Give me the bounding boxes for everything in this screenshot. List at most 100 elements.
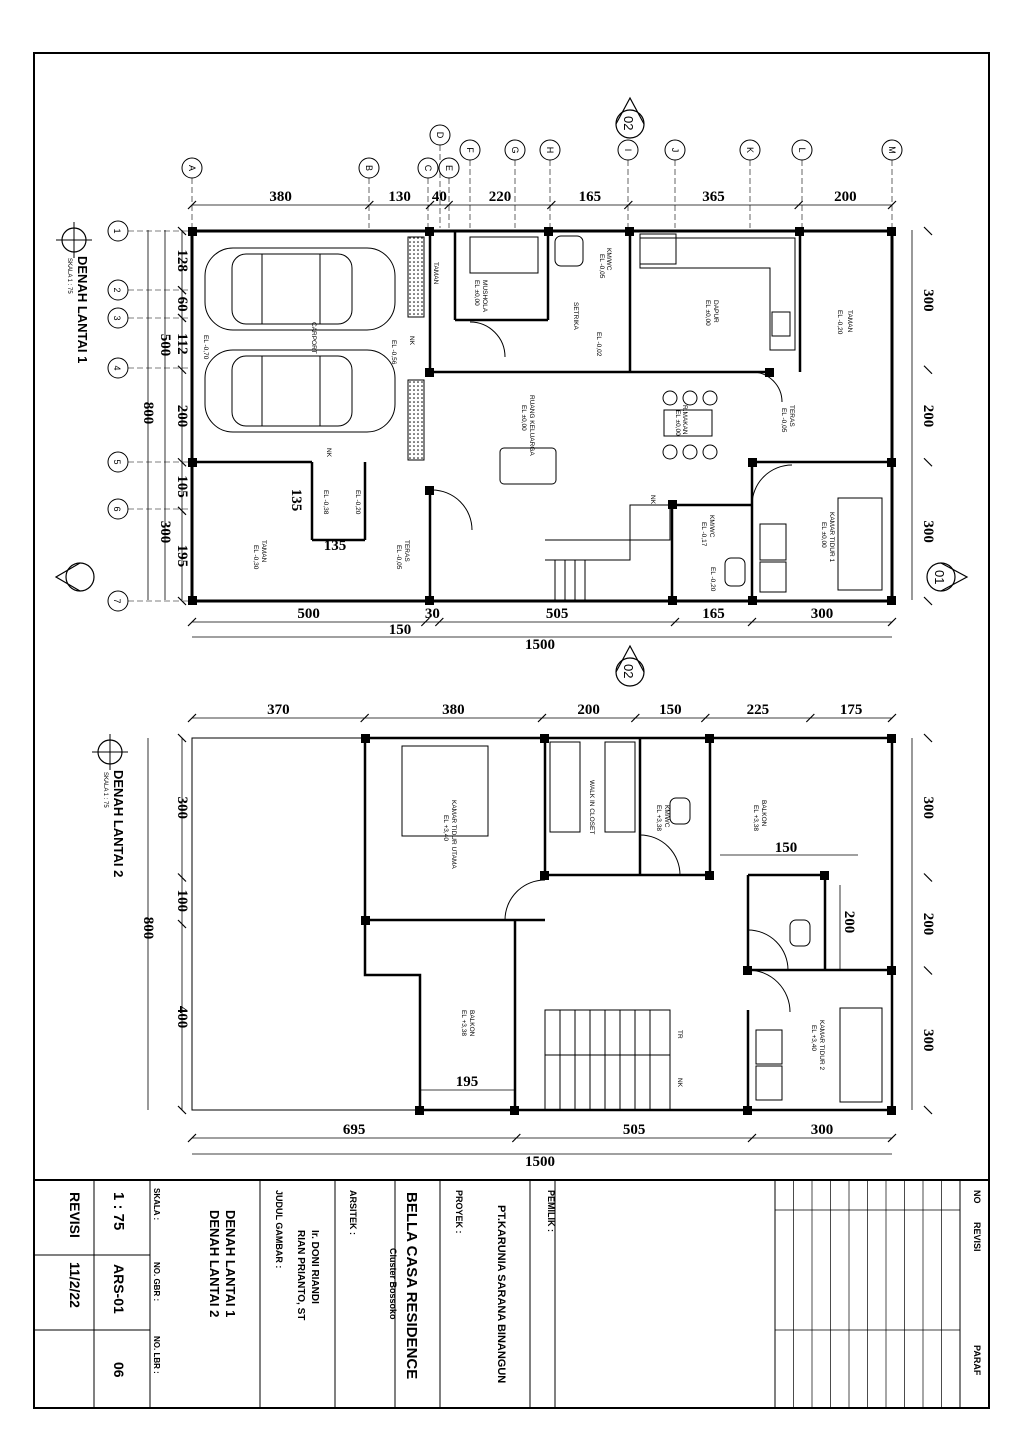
plan1-dining-table-icon xyxy=(663,409,713,437)
grid-col-label-E: E xyxy=(444,165,454,171)
grid-col-label-B: B xyxy=(364,165,374,171)
plan1-label-nk2: NK xyxy=(408,336,415,346)
plan1-bottom-sub-dim: 150 xyxy=(389,622,412,638)
plan2-total-width: 1500 xyxy=(525,1154,555,1170)
p1-topdims-6: 200 xyxy=(834,189,857,205)
grid-col-C-icon xyxy=(417,157,439,179)
plan1-label-kamar1_el: EL ±0,00 xyxy=(820,522,827,548)
grid-col-I-icon xyxy=(617,139,639,161)
judul-2: DENAH LANTAI 2 xyxy=(207,1210,222,1317)
grid-row-6-icon xyxy=(107,498,129,520)
grid-col-label-K: K xyxy=(745,147,755,153)
plan1-label-kmwc2: KM/WC xyxy=(708,515,715,538)
plan1-section-right-label: 01 xyxy=(932,570,947,584)
plan1-toilet-icon xyxy=(554,235,584,267)
plan2-label-dim195: 195 xyxy=(456,1074,479,1090)
plan2-walls xyxy=(363,736,894,1112)
plan2-label-balkon_bottom_el: EL +3,38 xyxy=(460,1010,467,1036)
arsitek-2: RIAN PRIANTO, ST xyxy=(295,1230,306,1320)
plan2-label-kamar2_el: EL +3,40 xyxy=(810,1025,817,1051)
plan1-label-kmwc_el: EL -0,05 xyxy=(598,254,605,279)
plan1-label-teras_side_el: EL -0,05 xyxy=(780,408,787,433)
plan1-label-dim135a: 135 xyxy=(288,489,304,512)
grid-row-label-3: 3 xyxy=(112,315,122,320)
p2-rightdims-1: 200 xyxy=(920,913,936,936)
plan1-label-taman_bottom_el: EL -0,30 xyxy=(252,545,259,570)
plan1-interior-walls xyxy=(192,231,892,601)
p2-leftdims-0: 300 xyxy=(174,797,190,820)
plan1-taman-strip-label: TAMAN xyxy=(432,262,439,285)
judul-label: JUDUL GAMBAR : xyxy=(274,1190,284,1268)
plan1-label-mushola_el: EL ±0,00 xyxy=(473,280,480,306)
plan2-label-kamar2: KAMAR TIDUR 2 xyxy=(818,1020,825,1070)
p1-leftdims-5: 195 xyxy=(174,545,190,568)
p1-botdims-4: 300 xyxy=(811,606,834,622)
proyek-label: PROYEK : xyxy=(454,1190,464,1234)
plan1-taman-strip-bottom xyxy=(407,379,425,461)
plan1-wardrobe-2-icon xyxy=(759,561,787,593)
plan1-title: DENAH LANTAI 1 xyxy=(75,256,90,363)
plan1-car-1-icon xyxy=(204,247,396,331)
plan1-outer-wall xyxy=(190,229,894,603)
p2-topdims-5: 175 xyxy=(840,702,863,718)
plan2-bed-2-icon xyxy=(839,1007,883,1103)
plan1-sink-icon xyxy=(771,311,791,337)
pemilik-name: PT.KARUNIA SARANA BINANGUN xyxy=(495,1205,507,1383)
grid-row-4-icon xyxy=(107,357,129,379)
p1-botdims-0: 500 xyxy=(297,606,320,622)
nolbr-label: NO. LBR : xyxy=(152,1336,161,1374)
sheet-border xyxy=(33,52,990,1409)
plan2-label-kamar_utama: KAMAR TIDUR UTAMA xyxy=(450,800,457,869)
plan1-label-r_makan_el: EL ±0,00 xyxy=(674,410,681,436)
grid-row-label-2: 2 xyxy=(112,287,122,292)
rev-col-revisi: REVISI xyxy=(972,1222,982,1252)
grid-col-label-C: C xyxy=(423,165,433,172)
grid-row-5-icon xyxy=(107,451,129,473)
p2-topdims-2: 200 xyxy=(577,702,600,718)
plan1-scale: SKALA 1 : 75 xyxy=(66,258,72,294)
p2-leftdims-1: 100 xyxy=(174,890,190,913)
grid-row-label-6: 6 xyxy=(112,506,122,511)
grid-col-label-G: G xyxy=(510,146,520,153)
grid-row-2-icon xyxy=(107,279,129,301)
plan2-section-marker-top: 02 xyxy=(615,644,645,687)
grid-col-M-icon xyxy=(881,139,903,161)
revision-table-grid xyxy=(793,1180,942,1408)
p2-topdims-3: 150 xyxy=(659,702,682,718)
plan1-label-dim135b: 135 xyxy=(324,538,347,554)
p1-leftdims-2: 112 xyxy=(174,333,190,355)
plan1-left-group-500: 500 xyxy=(157,334,173,357)
plan2-furniture xyxy=(401,741,883,1111)
p2-botdims-1: 505 xyxy=(623,1122,646,1138)
plan1-mushola-mat-icon xyxy=(469,236,539,274)
plan2-label-dim200: 200 xyxy=(841,911,857,934)
plan1-label-el_020b: EL -0,20 xyxy=(354,490,361,515)
plan1-label-dapur_el: EL ±0,00 xyxy=(704,300,711,326)
rev-col-paraf: PARAF xyxy=(972,1345,982,1376)
plan2-label-kamar_utama_el: EL +3,40 xyxy=(442,815,449,841)
plan1-label-teras_side: TERAS xyxy=(788,405,795,427)
grid-col-J-icon xyxy=(664,139,686,161)
p2-topdims-4: 225 xyxy=(747,702,770,718)
grid-col-D-icon xyxy=(429,124,451,146)
plan1-columns xyxy=(188,227,896,605)
plan1-furniture xyxy=(431,233,883,600)
plan1-label-taman_top: TAMAN xyxy=(846,310,853,333)
plan2-title-block: DENAH LANTAI 2 SKALA 1 : 75 xyxy=(92,734,128,877)
plan1-bed-icon xyxy=(837,497,883,591)
plan2-label-dim150: 150 xyxy=(775,840,798,856)
plan2-label-balkon_bottom: BALKON xyxy=(468,1010,475,1037)
p1-botdims-1: 30 xyxy=(425,606,440,622)
plan1-left-total: 800 xyxy=(140,402,156,425)
plan1-label-el_020: EL -0,20 xyxy=(709,567,716,592)
plan1-car-2-icon xyxy=(204,349,396,433)
p2-rightdims-0: 300 xyxy=(920,797,936,820)
grid-col-E-icon xyxy=(438,157,460,179)
title-block: NO REVISI PARAF PEMILIK : PT.KARUNIA SAR… xyxy=(34,1180,982,1408)
p2-topdims-1: 380 xyxy=(442,702,465,718)
